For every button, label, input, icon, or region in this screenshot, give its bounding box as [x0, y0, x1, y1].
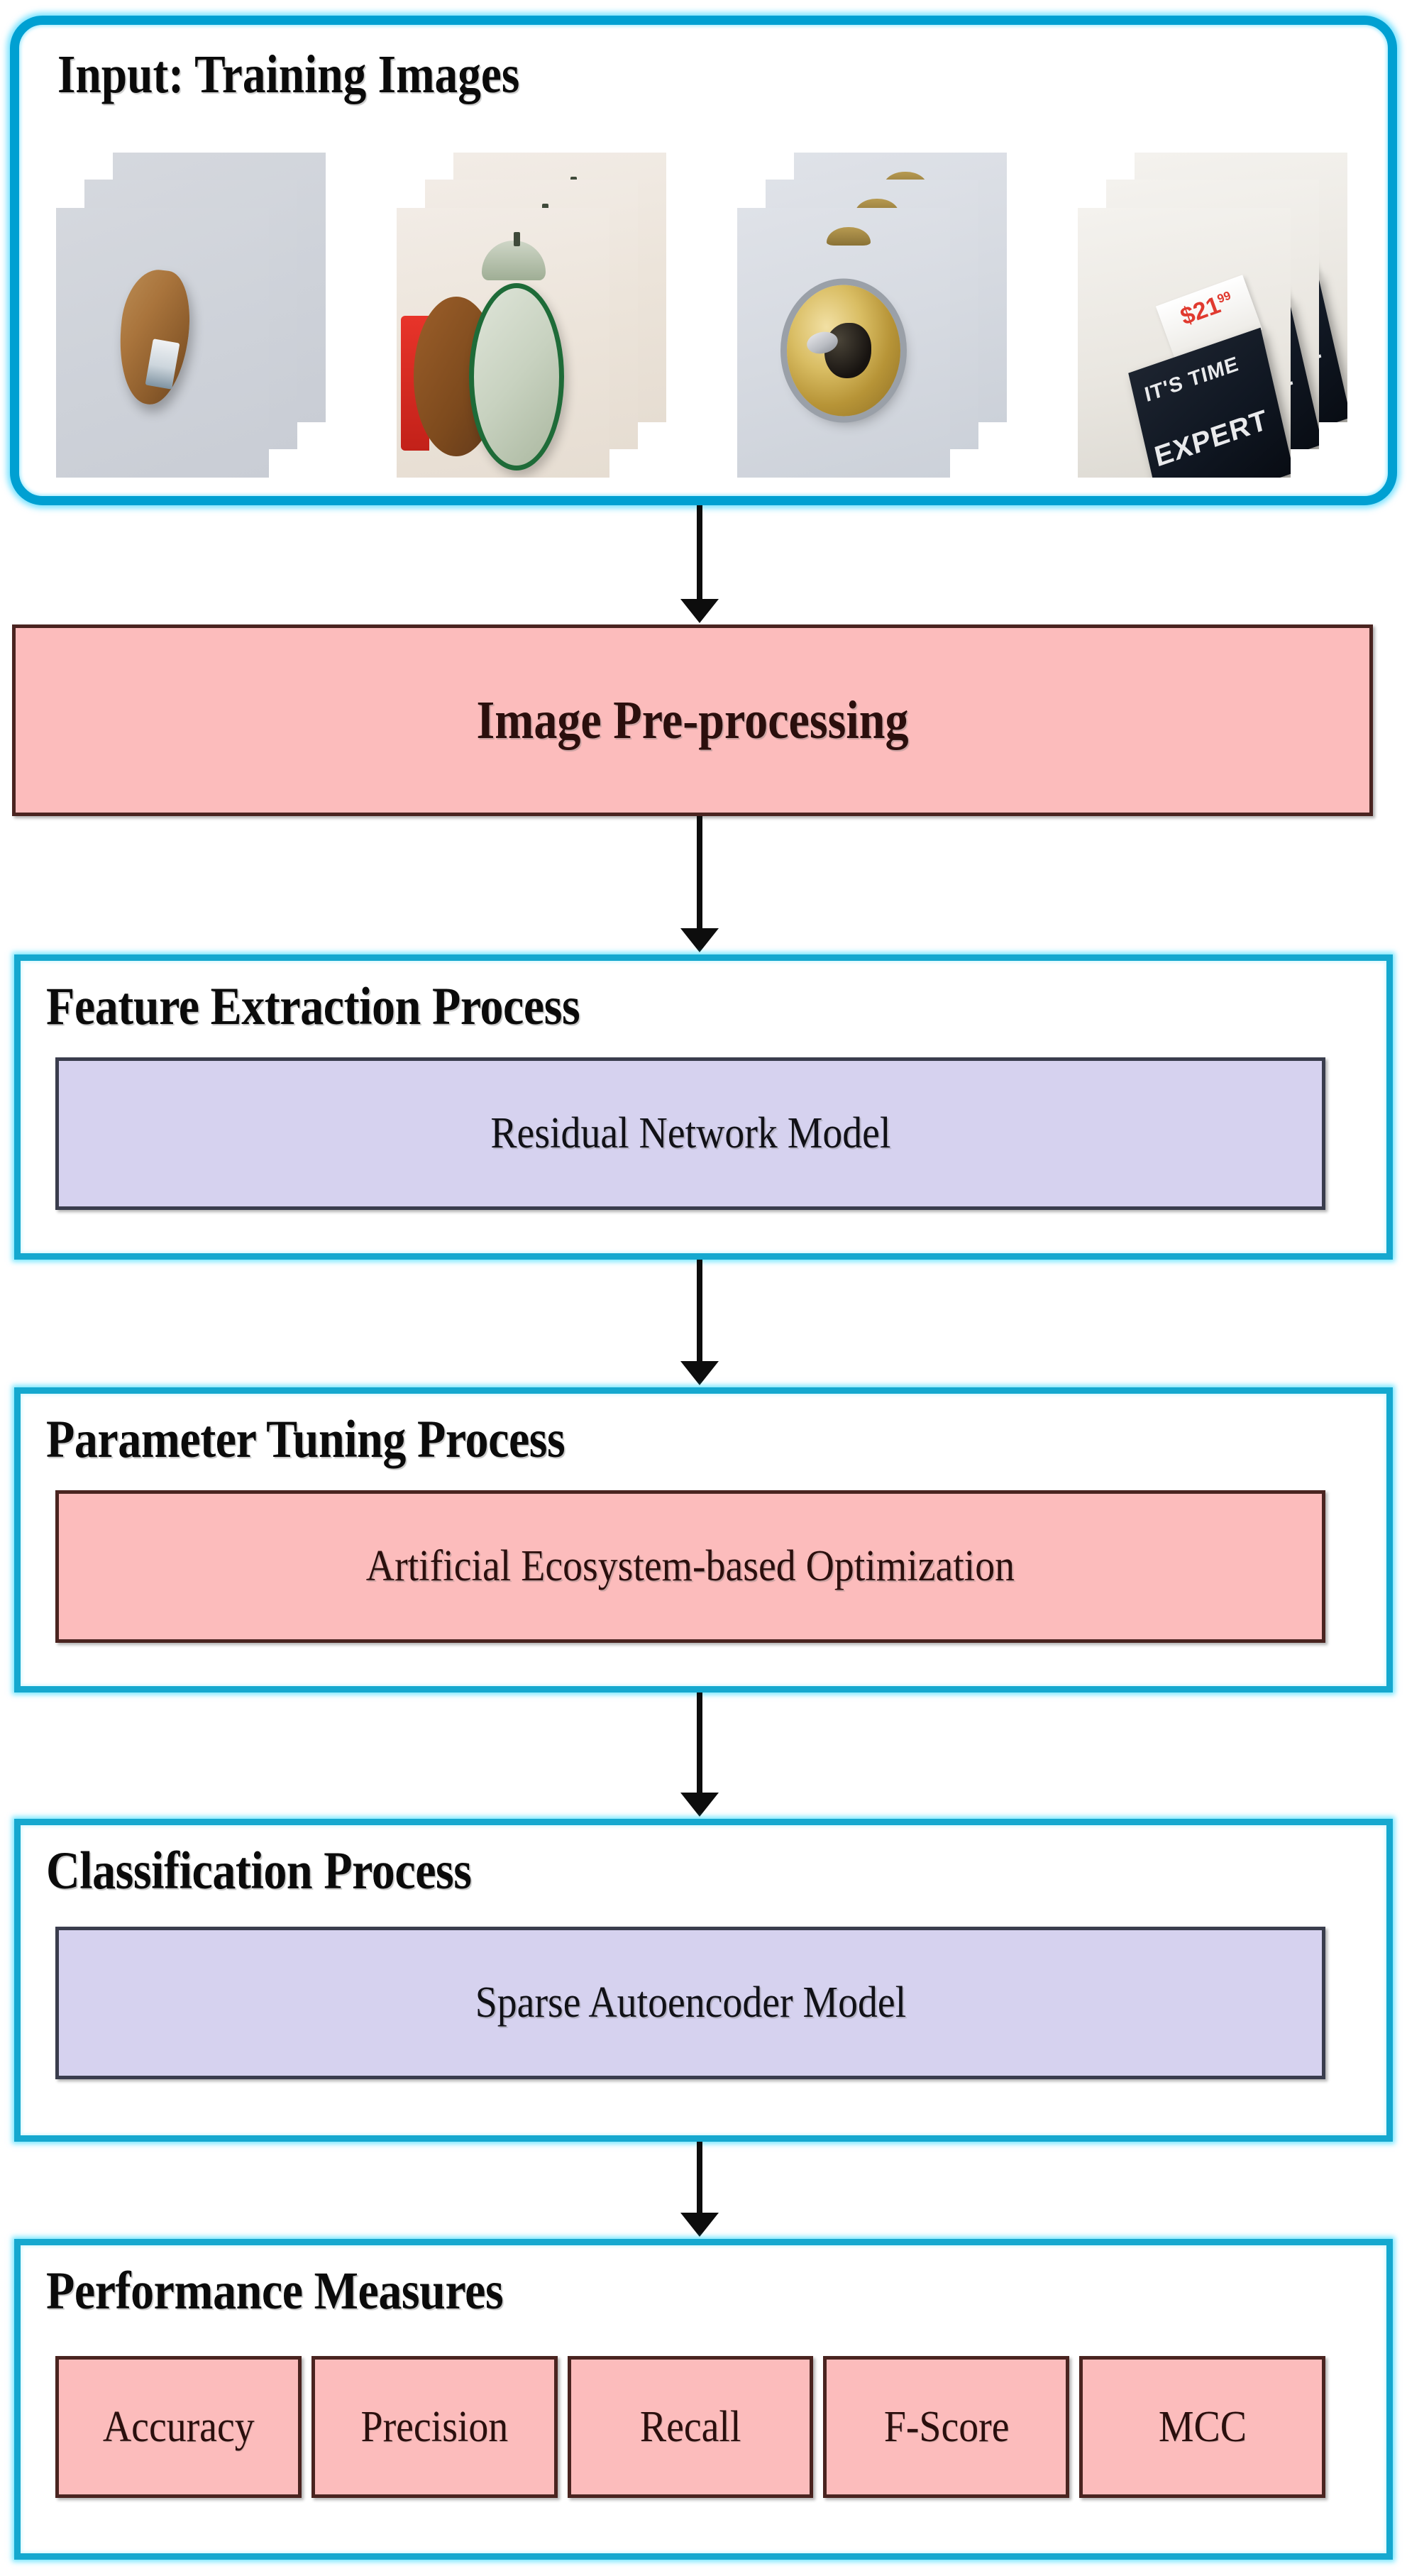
- classification-title: Classification Process: [46, 1842, 472, 1900]
- arrow-parameter-tuning-to-classification: [697, 1692, 702, 1795]
- box-image-preprocessing: Image Pre-processing: [12, 624, 1373, 816]
- measure-label-f-score: F-Score: [883, 2402, 1010, 2451]
- photo-brown-package-icon: [56, 208, 269, 478]
- training-image-stacks: $2199 IT'S TIME EXPERT $2199: [56, 153, 1362, 478]
- box-sparse-autoencoder-model-label: Sparse Autoencoder Model: [475, 1978, 906, 2027]
- measure-chip-precision: Precision: [311, 2356, 558, 2498]
- arrow-preprocessing-to-feature-extraction: [697, 816, 702, 931]
- stage-input-training-images: Input: Training Images: [10, 16, 1397, 505]
- image-stack-crumpled-brown-package: [56, 153, 340, 478]
- image-stack-gold-can-top: [737, 153, 1021, 478]
- measure-chip-accuracy: Accuracy: [55, 2356, 302, 2498]
- measure-label-mcc: MCC: [1158, 2402, 1247, 2451]
- measure-label-accuracy: Accuracy: [102, 2402, 255, 2451]
- image-stack-black-book-price-tag: $2199 IT'S TIME EXPERT $2199: [1078, 153, 1362, 478]
- image-stack-green-rimmed-jar-lid: [397, 153, 680, 478]
- box-residual-network-model-label: Residual Network Model: [490, 1109, 891, 1157]
- arrow-feature-extraction-to-parameter-tuning: [697, 1260, 702, 1364]
- performance-measures-row: Accuracy Precision Recall F-Score MCC: [55, 2356, 1325, 2498]
- photo-jar-lid-icon: [397, 208, 609, 478]
- measure-label-recall: Recall: [639, 2402, 741, 2451]
- box-artificial-ecosystem-based-optimization-label: Artificial Ecosystem-based Optimization: [365, 1542, 1015, 1590]
- photo-can-top-icon: [737, 208, 950, 478]
- book-line-1: IT'S TIME: [1142, 352, 1242, 407]
- box-sparse-autoencoder-model: Sparse Autoencoder Model: [55, 1927, 1325, 2079]
- feature-extraction-title: Feature Extraction Process: [46, 977, 580, 1036]
- performance-measures-title: Performance Measures: [46, 2262, 504, 2321]
- input-title: Input: Training Images: [57, 45, 520, 104]
- measure-label-precision: Precision: [360, 2402, 509, 2451]
- box-artificial-ecosystem-based-optimization: Artificial Ecosystem-based Optimization: [55, 1490, 1325, 1643]
- thumbnail-front-sheet: [397, 208, 609, 478]
- measure-chip-mcc: MCC: [1079, 2356, 1325, 2498]
- box-image-preprocessing-label: Image Pre-processing: [476, 690, 909, 750]
- measure-chip-recall: Recall: [567, 2356, 814, 2498]
- measure-chip-f-score: F-Score: [823, 2356, 1070, 2498]
- thumbnail-front-sheet: [737, 208, 950, 478]
- arrow-input-to-preprocessing: [697, 505, 702, 602]
- thumbnail-front-sheet: $2199 IT'S TIME EXPERT: [1078, 208, 1291, 478]
- parameter-tuning-title: Parameter Tuning Process: [46, 1410, 565, 1469]
- thumbnail-front-sheet: [56, 208, 269, 478]
- photo-book-icon: $2199 IT'S TIME EXPERT: [1078, 208, 1291, 478]
- box-residual-network-model: Residual Network Model: [55, 1057, 1325, 1210]
- arrow-classification-to-performance: [697, 2142, 702, 2216]
- book-line-2: EXPERT: [1152, 404, 1271, 473]
